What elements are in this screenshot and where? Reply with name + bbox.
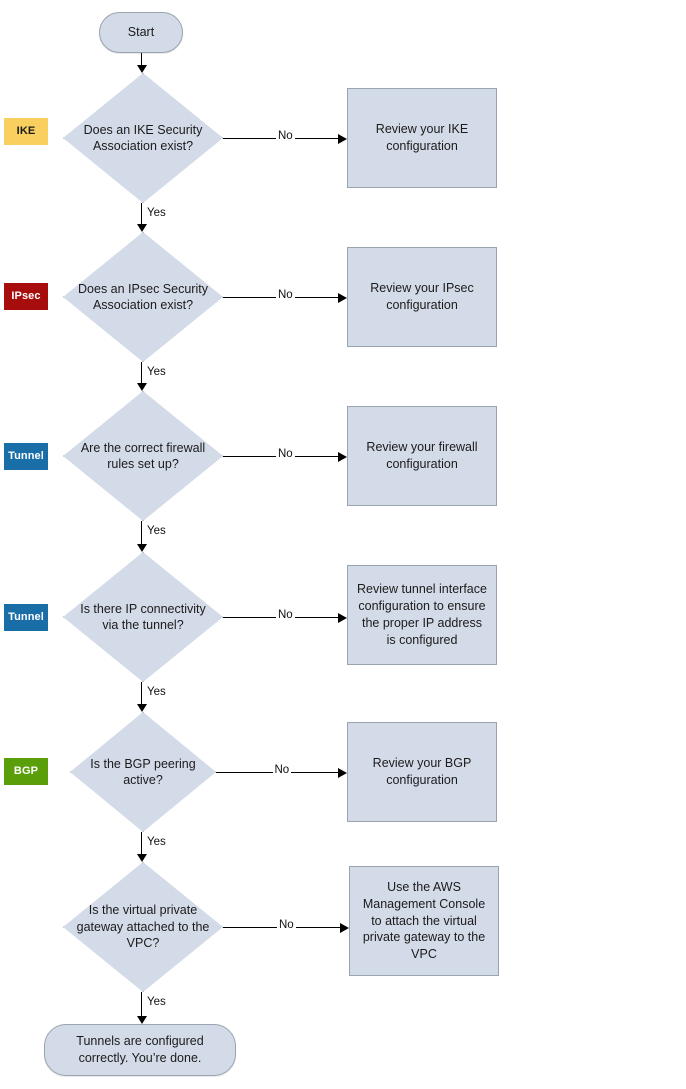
edge-label-no-bgp-peering: No	[272, 764, 292, 777]
arrow-right-review-bgp	[338, 768, 347, 778]
decision-vgw-attach: Is the virtual private gateway attached …	[63, 862, 223, 992]
decision-firewall: Are the correct firewall rules set up?	[63, 391, 223, 521]
decision-shape-firewall	[63, 391, 223, 521]
edge-label-yes-bgp-peering: Yes	[145, 836, 168, 849]
decision-shape-ip-conn	[63, 552, 223, 682]
arrow-right-review-ike	[338, 134, 347, 144]
stage-badge-ike: IKE	[4, 118, 48, 145]
edge-label-no-firewall: No	[276, 448, 295, 461]
arrow-right-attach-vgw	[340, 923, 349, 933]
process-review-firewall: Review your firewall configuration	[347, 406, 497, 506]
connector-vertical-ike-sa-to-ipsec-sa	[141, 203, 142, 225]
edge-label-yes-ip-conn: Yes	[145, 686, 168, 699]
decision-shape-ipsec-sa	[63, 232, 223, 362]
connector-vertical-vgw-attach-to-end	[141, 992, 142, 1017]
edge-label-yes-vgw-attach: Yes	[145, 996, 168, 1009]
arrow-down-end	[137, 1016, 147, 1024]
stage-badge-tunnel2: Tunnel	[4, 604, 48, 631]
decision-ip-conn: Is there IP connectivity via the tunnel?	[63, 552, 223, 682]
arrow-down-ipsec-sa	[137, 224, 147, 232]
end-node: Tunnels are configured correctly. You’re…	[44, 1024, 236, 1076]
arrow-down-vgw-attach	[137, 854, 147, 862]
decision-shape-ike-sa	[63, 73, 223, 203]
decision-shape-bgp-peering	[70, 712, 216, 832]
arrow-right-review-tunnel	[338, 613, 347, 623]
decision-shape-vgw-attach	[63, 862, 223, 992]
decision-ipsec-sa: Does an IPsec Security Association exist…	[63, 232, 223, 362]
process-review-bgp: Review your BGP configuration	[347, 722, 497, 822]
process-review-ipsec: Review your IPsec configuration	[347, 247, 497, 347]
start-node: Start	[99, 12, 183, 53]
connector-vertical-ip-conn-to-bgp-peering	[141, 682, 142, 705]
process-attach-vgw: Use the AWS Management Console to attach…	[349, 866, 499, 976]
edge-label-yes-ipsec-sa: Yes	[145, 366, 168, 379]
process-review-ike: Review your IKE configuration	[347, 88, 497, 188]
edge-label-no-ipsec-sa: No	[276, 289, 295, 302]
edge-label-no-ike-sa: No	[276, 130, 295, 143]
arrow-right-review-firewall	[338, 452, 347, 462]
decision-bgp-peering: Is the BGP peering active?	[70, 712, 216, 832]
arrow-down-bgp-peering	[137, 704, 147, 712]
edge-label-yes-firewall: Yes	[145, 525, 168, 538]
connector-vertical-bgp-peering-to-vgw-attach	[141, 832, 142, 855]
connector-vertical-firewall-to-ip-conn	[141, 521, 142, 545]
connector-vertical-ipsec-sa-to-firewall	[141, 362, 142, 384]
process-review-tunnel: Review tunnel interface configuration to…	[347, 565, 497, 665]
edge-label-no-vgw-attach: No	[277, 919, 296, 932]
stage-badge-bgp: BGP	[4, 758, 48, 785]
stage-badge-ipsec: IPsec	[4, 283, 48, 310]
decision-ike-sa: Does an IKE Security Association exist?	[63, 73, 223, 203]
arrow-down-ike-sa	[137, 65, 147, 73]
arrow-down-ip-conn	[137, 544, 147, 552]
edge-label-no-ip-conn: No	[276, 609, 295, 622]
stage-badge-tunnel1: Tunnel	[4, 443, 48, 470]
arrow-down-firewall	[137, 383, 147, 391]
edge-label-yes-ike-sa: Yes	[145, 207, 168, 220]
arrow-right-review-ipsec	[338, 293, 347, 303]
connector-vertical-start-to-ike-sa	[141, 53, 142, 66]
